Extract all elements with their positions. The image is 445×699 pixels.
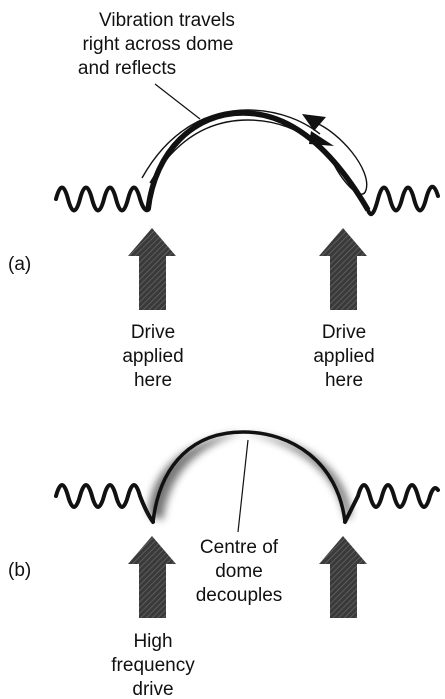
hf-drive-label-1: High (133, 631, 172, 652)
right-drive-label-1: Drive (322, 322, 366, 343)
hf-drive-label-3: drive (132, 679, 173, 699)
hf-drive-label-2: frequency (111, 655, 195, 676)
left-drive-arrow (128, 228, 176, 310)
dome-b (151, 430, 347, 523)
left-drive-label-2: applied (122, 346, 183, 367)
travel-arrow-inner (149, 119, 315, 184)
panel-a-label: (a) (8, 254, 31, 275)
right-surround-wave (366, 184, 440, 217)
left-drive-label-3: here (134, 370, 172, 391)
reflect-arrow-head (302, 114, 326, 131)
left-drive-label-1: Drive (131, 322, 175, 343)
right-drive-label-3: here (325, 370, 363, 391)
annotation-leader-line (154, 83, 201, 120)
right-drive-arrow (319, 228, 367, 310)
travel-arrow-outer (141, 109, 321, 179)
left-surround-wave-b (54, 483, 155, 524)
annotation-line-1: Vibration travels (99, 10, 235, 31)
panel-a: Vibration travels right across dome and … (8, 10, 440, 391)
right-surround-wave-b (343, 483, 440, 524)
panel-b-label: (b) (8, 560, 31, 581)
reflect-loop (313, 121, 368, 195)
centre-pointer-line (237, 439, 249, 533)
centre-note-line-1: Centre of (200, 537, 279, 558)
annotation-line-3: and reflects (78, 58, 176, 79)
right-drive-arrow-b (319, 536, 367, 618)
dome (145, 110, 371, 212)
centre-note-line-3: decouples (196, 585, 283, 606)
right-drive-label-2: applied (313, 346, 374, 367)
panel-b: (b) Centre of dome decouples High freque… (8, 430, 440, 699)
centre-note-line-2: dome (215, 561, 263, 582)
travel-arrow-head (309, 131, 334, 146)
left-surround-wave (54, 185, 150, 213)
annotation-line-2: right across dome (82, 34, 233, 55)
left-drive-arrow-b (128, 536, 176, 618)
